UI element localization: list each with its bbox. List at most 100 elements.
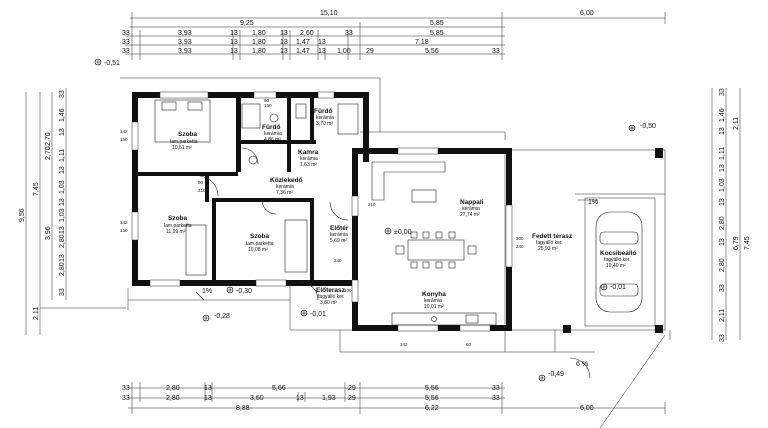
dim-left-tick-10: 2,80 bbox=[59, 234, 66, 248]
dim-bot-r1-0: 33 bbox=[122, 385, 130, 392]
dim-left-tick-3: 2,70 bbox=[45, 146, 52, 160]
left-dimensions: 9,56 7,45 2,11 2,70 3,96 33 1,46 13 1,11… bbox=[19, 88, 67, 335]
room-kamra-area: 1,63 m² bbox=[300, 162, 317, 168]
room-kamra-name: Kamra bbox=[298, 149, 319, 156]
right-dimensions: 7,45 2,11 6,79 33 1,46 13 1,11 13 1,03 1… bbox=[711, 88, 751, 342]
room-furdo2-floor: kerámia bbox=[316, 115, 334, 121]
level-5: -0,01 bbox=[310, 311, 326, 318]
dim-right-tick-3: 1,11 bbox=[719, 147, 726, 160]
room-szoba1-name: Szoba bbox=[178, 131, 198, 138]
dim-top-r4-10: 33 bbox=[492, 48, 500, 55]
dim-top-r2-5: 2,60 bbox=[300, 30, 314, 37]
level-1: -0,51 bbox=[104, 60, 120, 67]
dim-top-r2-1: 3,93 bbox=[178, 30, 192, 37]
room-konyha-floor: kerámia bbox=[424, 298, 442, 304]
dim-bot-r2-7: 5,56 bbox=[425, 395, 439, 402]
dim-bot-r1-2: 13 bbox=[204, 385, 212, 392]
furniture bbox=[154, 99, 643, 326]
op-142-b: 142 bbox=[120, 220, 128, 225]
op-240: 240 bbox=[516, 244, 524, 249]
dim-left-tick-7: 13 bbox=[59, 198, 66, 206]
op-240-b: 240 bbox=[334, 258, 342, 263]
level-3: -0,30 bbox=[236, 288, 252, 295]
room-szoba3-name: Szoba bbox=[250, 233, 270, 240]
room-szoba2-name: Szoba bbox=[168, 215, 188, 222]
dim-left-tick-11: 13 bbox=[59, 254, 66, 262]
dim-bot-r3-0: 8,88 bbox=[236, 405, 250, 412]
level-8: ±0,00 bbox=[394, 229, 412, 236]
dim-left-mid-1: 2,11 bbox=[33, 307, 40, 320]
level-marker-icon bbox=[538, 374, 546, 382]
dim-left-tick-13: 33 bbox=[59, 288, 66, 296]
op-100: 100 bbox=[344, 288, 352, 293]
dim-top-r4-2: 13 bbox=[230, 48, 238, 55]
room-eloter-floor: kerámia bbox=[330, 232, 348, 238]
dim-bot-r1-1: 2,80 bbox=[166, 385, 180, 392]
dim-top-r4-8: 29 bbox=[366, 48, 374, 55]
op-210-a: 210 bbox=[198, 188, 206, 193]
dim-right-tick-6: 13 bbox=[719, 198, 726, 206]
level-marker-icon bbox=[600, 283, 608, 291]
room-kozlekedo-name: Közlekedő bbox=[270, 177, 303, 184]
site-outlines bbox=[40, 77, 671, 428]
dim-bot-r2-4: 13 bbox=[296, 395, 304, 402]
op-90-b: 90 bbox=[198, 180, 204, 185]
room-szoba2-floor: lam.parketta bbox=[164, 223, 192, 229]
dim-right-tick-5: 1,03 bbox=[719, 178, 726, 192]
slope-2: 1% bbox=[588, 199, 598, 206]
level-marker-icon bbox=[300, 309, 308, 317]
room-eloterasz-floor: fagyálló ker. bbox=[318, 294, 345, 300]
dim-right-tick-4: 13 bbox=[719, 164, 726, 172]
dim-top-r4-5: 1,47 bbox=[296, 48, 310, 55]
slope-3: 6 % bbox=[576, 361, 588, 368]
op-142-c: 142 bbox=[400, 342, 408, 347]
room-konyha-area: 10,01 m² bbox=[424, 304, 444, 310]
walls bbox=[132, 92, 663, 333]
dim-top-r2-7: 5,85 bbox=[430, 30, 444, 37]
dim-right-mid-1: 6,79 bbox=[733, 236, 740, 250]
dim-top-r2-4: 13 bbox=[280, 30, 288, 37]
dim-top-r4-3: 1,80 bbox=[252, 48, 266, 55]
dim-top-r4-1: 3,93 bbox=[178, 48, 192, 55]
dim-top-r2-6: 33 bbox=[345, 30, 353, 37]
dim-top-r3-4: 13 bbox=[280, 39, 288, 46]
dim-top-r3-1: 3,93 bbox=[178, 39, 192, 46]
room-szoba1-area: 10,61 m² bbox=[172, 145, 192, 151]
room-szoba3-floor: lam.parketta bbox=[246, 241, 274, 247]
dim-left-tick-6: 1,03 bbox=[59, 180, 66, 194]
room-furdo1-floor: kerámia bbox=[264, 131, 282, 137]
dim-top-r4-0: 33 bbox=[122, 48, 130, 55]
dim-left-tick-1: 1,46 bbox=[59, 108, 66, 122]
dim-bot-r2-6: 29 bbox=[348, 395, 356, 402]
room-eloterasz-area: 3,80 m² bbox=[320, 300, 337, 306]
level-2: -0,50 bbox=[640, 123, 656, 130]
dim-bot-r3-2: 6,00 bbox=[580, 405, 594, 412]
level-marker-icon bbox=[94, 58, 102, 66]
dim-top-r3-7: 7,18 bbox=[415, 39, 429, 46]
opening-labels: 90 150 142 150 142 150 90 210 210 300 24… bbox=[120, 98, 524, 347]
room-kamra-floor: kerámia bbox=[300, 156, 318, 162]
dim-left-inner-0: 2,70 bbox=[45, 132, 52, 146]
dim-top-r3-2: 13 bbox=[230, 39, 238, 46]
dim-left-tick-4: 1,11 bbox=[59, 149, 66, 162]
room-nappali-area: 27,74 m² bbox=[460, 212, 480, 218]
room-fedett-floor: fagyálló ker. bbox=[536, 240, 563, 246]
room-furdo2-area: 3,70 m² bbox=[316, 121, 333, 127]
room-kocsi-name: Kocsibeálló bbox=[600, 250, 637, 257]
dim-right-tick-2: 13 bbox=[719, 127, 726, 135]
dim-bot-r1-5: 5,56 bbox=[425, 385, 439, 392]
dim-bot-r1-3: 5,66 bbox=[272, 385, 286, 392]
dim-right-tick-12: 33 bbox=[719, 334, 726, 342]
slope-1: 1% bbox=[202, 288, 212, 295]
level-marker-icon bbox=[226, 286, 234, 294]
room-fedett-area: 25,93 m² bbox=[538, 246, 558, 252]
level-4: -0,28 bbox=[214, 313, 230, 320]
dim-top-total: 15,10 bbox=[320, 10, 338, 17]
room-szoba1-floor: lam.parketta bbox=[170, 139, 198, 145]
dim-right-tick-0: 33 bbox=[719, 88, 726, 96]
level-marker-icon bbox=[202, 314, 210, 322]
dim-left-tick-12: 2,80 bbox=[59, 262, 66, 276]
dim-bot-r2-3: 3,60 bbox=[250, 395, 264, 402]
top-dimensions: 15,10 6,00 9,25 5,85 33 3,93 13 1,80 13 … bbox=[122, 10, 666, 60]
dim-bot-r2-8: 33 bbox=[492, 395, 500, 402]
